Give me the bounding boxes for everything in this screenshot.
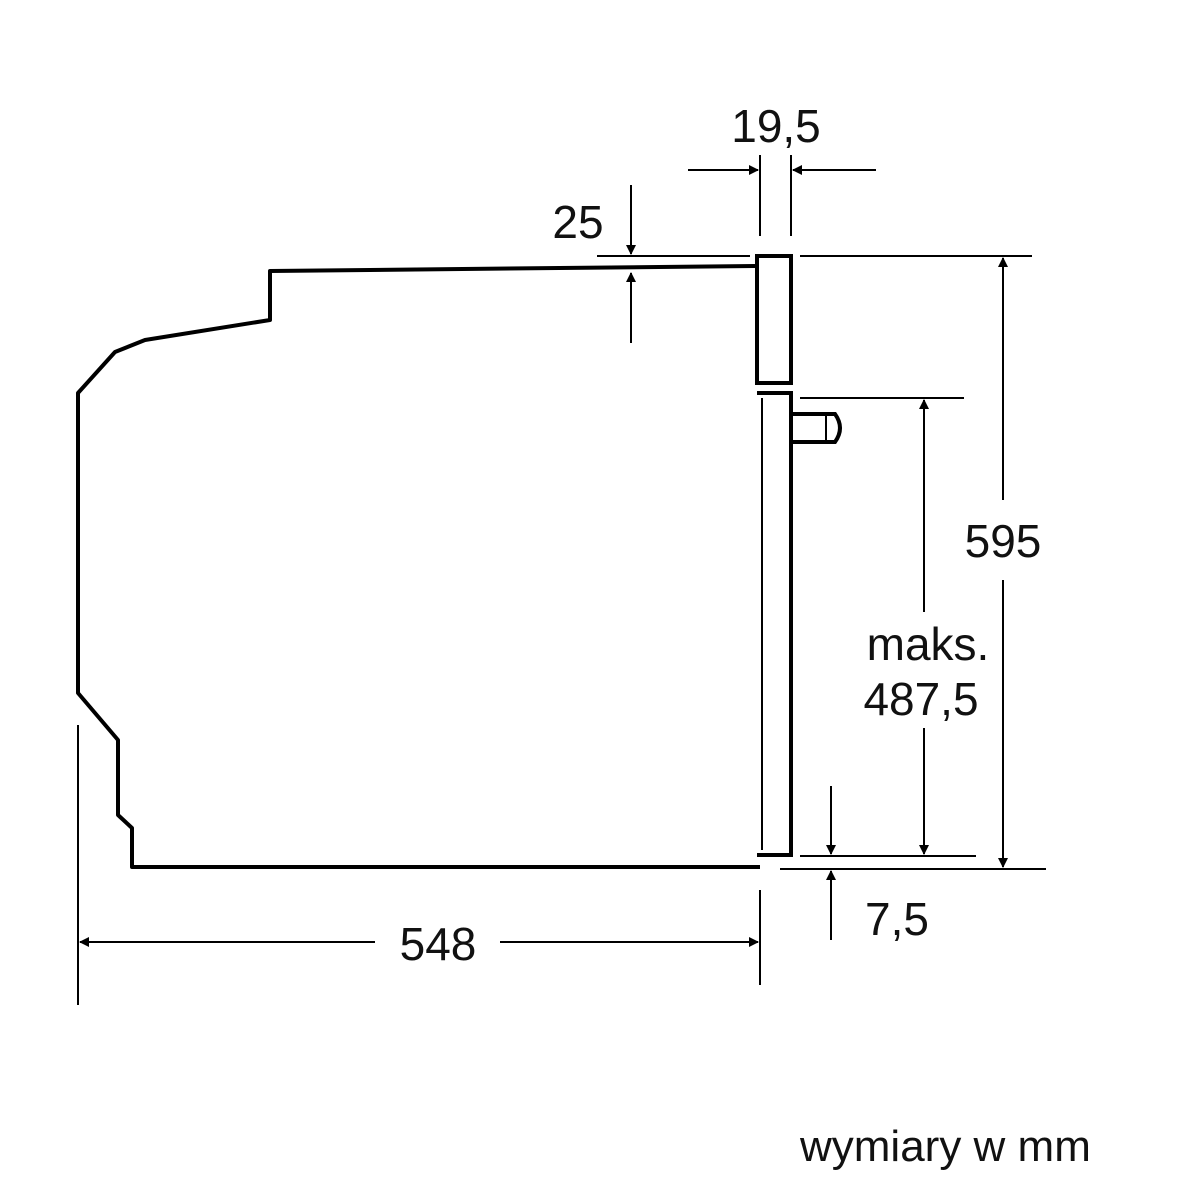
door-handle	[791, 412, 842, 444]
dim-548-label: 548	[400, 918, 477, 970]
dim-487-5-prefix: maks.	[867, 618, 990, 670]
dim-25-label: 25	[552, 196, 603, 248]
dim-19-5-label: 19,5	[731, 100, 821, 152]
oven-body-outline	[76, 264, 760, 869]
dim-487-5-label: 487,5	[863, 673, 978, 725]
dim-595-label: 595	[965, 515, 1042, 567]
units-note: wymiary w mm	[800, 1122, 1091, 1171]
dim-7-5-label: 7,5	[865, 893, 929, 945]
oven-door-panel	[757, 391, 793, 857]
oven-front-upper-panel	[755, 254, 793, 385]
